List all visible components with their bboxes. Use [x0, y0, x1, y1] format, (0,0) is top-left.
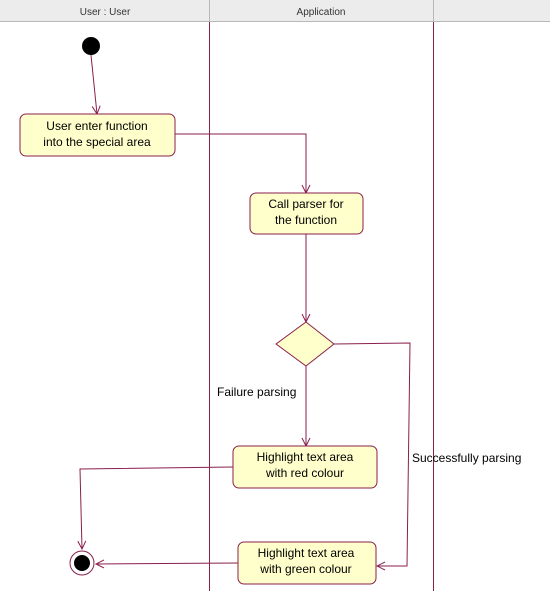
action-label-line: with green colour	[259, 562, 351, 576]
action-label-line: User enter function	[46, 119, 147, 133]
action-label-line: with red colour	[265, 466, 344, 480]
edge-enter-to-parser	[175, 133, 306, 193]
action-label-line: the function	[275, 213, 337, 227]
action-highlight-red[interactable]: Highlight text area with red colour	[232, 445, 378, 489]
initial-node[interactable]	[82, 37, 100, 55]
swimlane-title-user[interactable]: User : User	[80, 7, 131, 18]
action-user-enter-function[interactable]: User enter function into the special are…	[19, 113, 176, 157]
decision-node[interactable]	[275, 321, 335, 367]
final-node[interactable]	[69, 550, 95, 576]
edge-red-to-final	[80, 466, 234, 549]
action-label-line: Call parser for	[268, 197, 343, 211]
edge-success	[333, 342, 411, 566]
action-highlight-green[interactable]: Highlight text area with green colour	[237, 541, 377, 585]
swimlane-title-application[interactable]: Application	[297, 7, 346, 18]
edge-green-to-final	[96, 563, 239, 564]
action-label-line: Highlight text area	[258, 546, 355, 560]
swimlane-header: User : User Application	[0, 0, 550, 22]
edge-label-success: Successfully parsing	[412, 451, 521, 465]
edge-start-to-enter	[90, 54, 97, 114]
action-label-line: Highlight text area	[257, 450, 354, 464]
edge-label-failure: Failure parsing	[217, 385, 296, 399]
action-call-parser[interactable]: Call parser for the function	[249, 192, 364, 235]
action-label-line: into the special area	[43, 135, 151, 149]
